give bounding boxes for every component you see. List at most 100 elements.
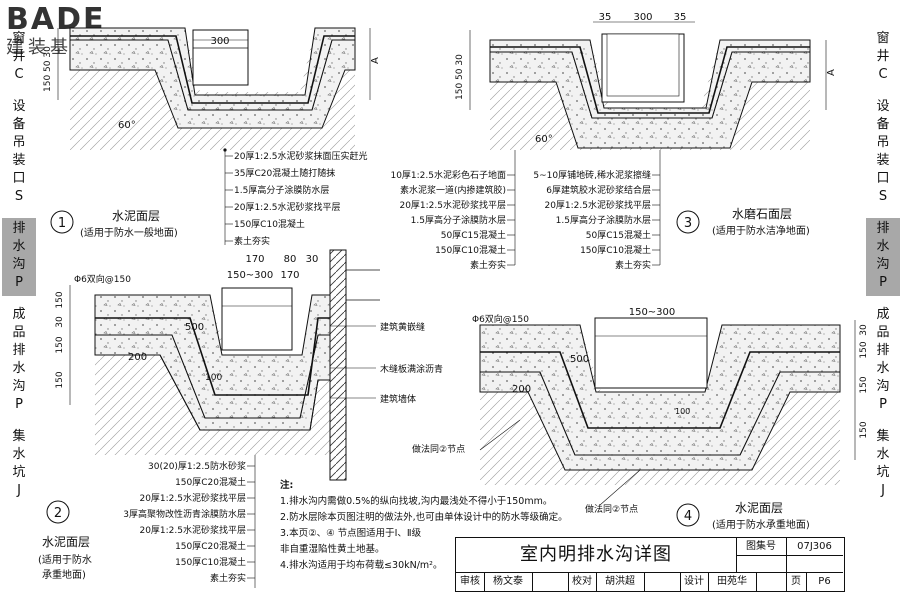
check-label: 校对 xyxy=(568,572,597,591)
side-nav-char: 窗 xyxy=(12,31,26,46)
side-nav-char: 排 xyxy=(876,343,890,358)
detail3-subtitle: (适用于防水洁净地面) xyxy=(712,224,810,237)
side-nav-char: 集 xyxy=(12,429,26,444)
side-nav-char: 设 xyxy=(876,99,890,114)
layer-label: 35厚C20混凝土随打随抹 xyxy=(234,167,335,179)
layer-label: 150厚C20混凝土 xyxy=(175,476,246,488)
side-nav-char: J xyxy=(881,483,885,498)
layer-label: 150厚C20混凝土 xyxy=(175,540,246,552)
note-item: 4.排水沟适用于均布荷载≤30kN/m²。 xyxy=(280,560,443,571)
side-nav-char: 装 xyxy=(876,153,890,168)
detail2-dim-top3: 30 xyxy=(306,254,319,265)
detail3-dim-left: 150 50 30 xyxy=(455,54,465,100)
side-nav-char: S xyxy=(878,189,888,204)
detail4-subtitle: (适用于防水承重地面) xyxy=(712,518,810,531)
layer-label: 素水泥浆一道(内掺建筑胶) xyxy=(400,184,506,196)
side-nav-char: 吊 xyxy=(876,135,890,150)
detail3-dim-width: 300 xyxy=(633,12,652,23)
notes-block: 注: 1.排水沟内需做0.5%的纵向找坡,沟内最浅处不得小于150mm。 2.防… xyxy=(280,478,640,574)
side-nav-char: 排 xyxy=(876,221,890,236)
layer-label: 素土夯实 xyxy=(234,235,270,247)
detail2-dim-100: 100 xyxy=(205,373,222,383)
detail4-ref-right: 做法同②节点 xyxy=(585,503,638,515)
atlas-label: 图集号 xyxy=(736,538,787,556)
layer-label: 30(20)厚1:2.5防水砂浆 xyxy=(148,460,246,472)
reviewer-signature xyxy=(532,572,569,591)
side-nav-char: 水 xyxy=(876,361,890,376)
layer-label: 5~10厚铺地砖,稀水泥浆擦缝 xyxy=(533,169,651,181)
side-nav-char: 品 xyxy=(12,325,26,340)
side-nav-char: P xyxy=(879,275,887,290)
side-nav-char: P xyxy=(15,397,23,412)
side-nav-char: 水 xyxy=(876,447,890,462)
detail2-rebar: Φ6双向@150 xyxy=(74,273,131,285)
detail4-number: 4 xyxy=(684,509,692,524)
side-nav-char: C xyxy=(14,67,24,82)
side-nav-char: 集 xyxy=(876,429,890,444)
layer-label: 150厚C10混凝土 xyxy=(580,244,651,256)
right-dim: 30 xyxy=(859,324,869,336)
designer-signature xyxy=(756,572,787,591)
detail2-dim-500: 500 xyxy=(185,322,204,333)
detail2-number: 2 xyxy=(54,506,62,521)
detail1-dim-left: 150 50 30 xyxy=(43,46,53,92)
detail3-dim-side1: 35 xyxy=(599,12,612,23)
detail4-title: 水泥面层 xyxy=(735,501,783,515)
note-item: 1.排水沟内需做0.5%的纵向找坡,沟内最浅处不得小于150mm。 xyxy=(280,496,553,507)
detail-1-section: 300 150 50 30 A 60° 1 水泥面层 (适用于防水一般地面) 2… xyxy=(43,27,381,247)
side-nav-char: 坑 xyxy=(12,465,26,480)
side-nav-char: 水 xyxy=(12,447,26,462)
logo-subtitle: 建装基地 xyxy=(6,37,94,58)
side-nav-char: P xyxy=(879,397,887,412)
layer-label: 1.5厚高分子涂膜防水层 xyxy=(556,214,651,226)
brand-logo: BADE 建装基地 xyxy=(6,2,156,72)
layer-label: 50厚C15混凝土 xyxy=(441,229,506,241)
side-nav-char: 成 xyxy=(876,307,890,322)
side-nav-char: 水 xyxy=(12,361,26,376)
layer-label: 150厚C10混凝土 xyxy=(435,244,506,256)
detail3-dim-side2: 35 xyxy=(674,12,687,23)
layer-label: 20厚1:2.5水泥砂浆找平层 xyxy=(139,492,246,504)
detail4-dim-100: 100 xyxy=(675,407,690,416)
sheet-title: 室内明排水沟详图 xyxy=(456,538,737,573)
side-nav-char: 沟 xyxy=(12,257,26,272)
reviewer-name: 杨文泰 xyxy=(484,572,533,591)
layer-label: 20厚1:2.5水泥砂浆找平层 xyxy=(139,524,246,536)
note-item: 非自重湿陷性黄土地基。 xyxy=(280,544,385,555)
detail1-angle: 60° xyxy=(118,120,136,131)
atlas-value: 07J306 xyxy=(786,538,843,556)
detail3-layer-list-left: 10厚1:2.5水泥彩色石子地面素水泥浆一道(内掺建筑胶)20厚1:2.5水泥砂… xyxy=(390,169,515,271)
detail-4-section: Φ6双向@150 150~300 500 200 100 30150150150… xyxy=(412,307,869,531)
page-value: P6 xyxy=(818,576,831,587)
layer-label: 20厚1:2.5水泥砂浆找平层 xyxy=(399,199,506,211)
detail2-layer-list: 30(20)厚1:2.5防水砂浆 150厚C20混凝土 20厚1:2.5水泥砂浆找平… xyxy=(123,460,255,584)
side-nav-char: P xyxy=(15,275,23,290)
detail2-subtitle2: 承重地面) xyxy=(42,568,86,581)
left-dim: 30 xyxy=(55,316,65,328)
layer-label: 20厚1:2.5水泥砂浆找平层 xyxy=(234,201,341,213)
right-dim: 150 xyxy=(859,376,869,393)
layer-label: 150厚C10混凝土 xyxy=(234,218,305,230)
left-dim: 150 xyxy=(55,291,65,308)
review-label: 审核 xyxy=(456,572,485,591)
side-nav-char: 井 xyxy=(876,49,890,64)
title-block: 室内明排水沟详图 图集号 07J306 审核 杨文泰 校对 胡洪超 设计 田苑华… xyxy=(455,537,845,592)
left-dim: 150 xyxy=(55,336,65,353)
design-label: 设计 xyxy=(680,572,709,591)
detail2-dim-w170: 170 xyxy=(280,270,299,281)
side-nav-char: 成 xyxy=(12,307,26,322)
